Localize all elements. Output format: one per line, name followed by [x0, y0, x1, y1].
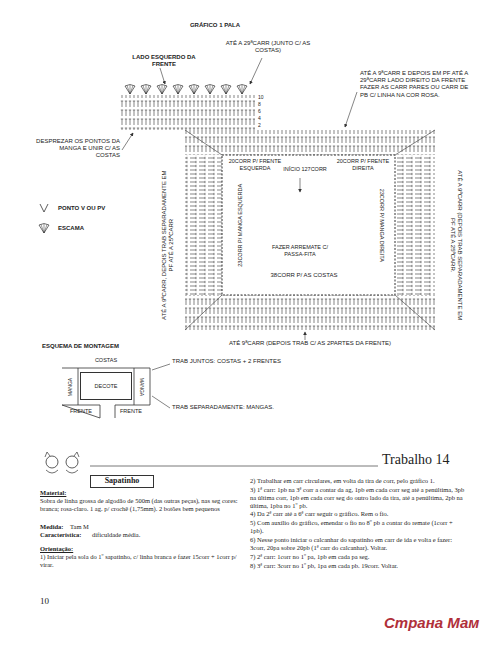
field-label: Característica:: [40, 531, 92, 539]
part-label: FRENTE: [62, 408, 100, 415]
row-number: 10: [258, 94, 270, 100]
leader-line: [160, 68, 165, 84]
field-label: Orientação:: [40, 545, 140, 553]
leader-line: [300, 178, 301, 192]
fan-stitch: [221, 85, 231, 95]
fan-stitch: [205, 85, 215, 95]
schematic-note: TRAB JUNTOS: COSTAS + 2 FRENTES: [172, 358, 332, 365]
assembly-seam: [78, 368, 134, 405]
chain-line: [222, 155, 395, 295]
row-number: 2: [258, 122, 270, 128]
section-rule: [90, 466, 378, 467]
row-note: ATÉ A 9ªCARR, DEPOIS TRAB SEPARADAMENTE …: [161, 170, 175, 320]
chain-count: INÍCIO 127CORR: [280, 166, 330, 173]
stitch-band: [120, 95, 255, 130]
leader-line: [305, 332, 306, 340]
node-text: DECOTE: [95, 383, 118, 389]
dog-icon: [46, 456, 58, 468]
chain-count: 38CORR P/ AS COSTAS: [256, 272, 352, 279]
row-note: ATÉ 9ªCARR (DEPOIS TRAB C/ AS 2PARTES DA…: [228, 340, 392, 347]
part-label: MANGA: [67, 370, 73, 404]
stitch-band: [185, 295, 435, 330]
dog-icon: [66, 456, 78, 468]
step-text: 5) Com auxílio do gráfico, emendar o fio…: [250, 519, 465, 535]
body-text: Tam M: [70, 523, 120, 531]
watermark: Страна Мам: [384, 614, 494, 632]
dog-icon: [45, 452, 79, 473]
chain-count: 20CORR P/ FRENTE ESQUERDA: [224, 158, 286, 171]
fan-symbol: [39, 224, 49, 234]
leader-line: [122, 133, 133, 150]
leader-line: [152, 364, 170, 408]
v-stitch-symbol: [40, 204, 48, 212]
finishing-note: FAZER ARREMATE C/ PASSA-FITA: [262, 244, 338, 257]
field-label: Medida:: [40, 523, 70, 531]
legend-text: PONTO V OU PV: [58, 205, 158, 212]
step-text: 4) Da 2ª carr até a 6ª carr seguir o grá…: [250, 510, 465, 518]
node-text: Sapatinho: [105, 477, 140, 486]
stitch-band: [395, 155, 435, 295]
section-title: Trabalho 14: [382, 452, 472, 469]
fan-stitch: [157, 85, 167, 95]
row-note: ATÉ A 9ªCARR E DEPOIS EM PF ATÉ A 29ªCAR…: [360, 70, 472, 99]
schematic-title: ESQUEMA DE MONTAGEM: [42, 343, 142, 350]
fan-stitch: [141, 85, 151, 95]
body-text: dificuldade média.: [92, 531, 172, 539]
row-number: 4: [258, 115, 270, 121]
fan-stitch: [189, 85, 199, 95]
page-number: 10: [40, 596, 64, 607]
row-number: 8: [258, 101, 270, 107]
stitch-band: [185, 130, 435, 155]
step-text: 7) 2ª carr: 1corr no 1º pa, 1pb em cada …: [250, 553, 465, 561]
legend-text: ESCAMA: [58, 225, 158, 232]
schematic-note: TRAB SEPARADAMENTE: MANGAS.: [172, 404, 332, 411]
fan-stitch: [173, 85, 183, 95]
chain-count: 23CORR P/ MANGA ESQUERDA: [237, 180, 244, 270]
title-box: Sapatinho: [90, 475, 154, 488]
part-label: MANGA: [139, 370, 145, 404]
chart-title: GRÁFICO 1 PALA: [188, 22, 242, 29]
step-text: 6) Nesse ponto iniciar o calcanhar do sa…: [250, 536, 465, 552]
part-label: FRENTE: [112, 408, 150, 415]
fan-stitch: [237, 85, 247, 95]
leader-line: [250, 58, 262, 84]
part-label: COSTAS: [86, 357, 126, 364]
stitch-band: [185, 155, 222, 295]
step-text: 3) 1ª carr: 1pb na 3ª corr a contar da a…: [250, 486, 465, 509]
chain-count: 20CORR P/ FRENTE DIREITA: [332, 158, 394, 171]
leader-line: [345, 92, 357, 127]
step-text: 8) 3ª carr: 3corr no 1º pb, 1pa em cada …: [250, 562, 465, 570]
part-label: LADO ESQUERDO DA FRENTE: [128, 54, 200, 68]
assembly-outline: [62, 368, 150, 418]
neckline-box: DECOTE: [80, 372, 132, 400]
row-note: ATÉ A 29ªCARR (JUNTO C/ AS COSTAS): [218, 40, 318, 54]
step-text: 2) Trabalhar em carr circulares, em volt…: [250, 477, 465, 485]
fan-stitch: [125, 85, 135, 95]
body-text: Sobra de linha grossa de algodão de 500m…: [40, 497, 245, 513]
field-label: Material:: [40, 489, 140, 497]
row-note: DESPREZAR OS PONTOS DA MANGA E UNIR C/ A…: [36, 138, 120, 160]
row-number: 6: [258, 108, 270, 114]
row-note: ATÉ A 9ªCARR (DEPOIS TRAB SEPARADAMENTE …: [449, 170, 463, 320]
corner-line: [185, 130, 435, 330]
step-text: 1) Iniciar pela sola do 1º sapatinho, c/…: [40, 553, 240, 569]
chain-count: 23CORR P/ MANGA DIREITA: [379, 180, 386, 270]
